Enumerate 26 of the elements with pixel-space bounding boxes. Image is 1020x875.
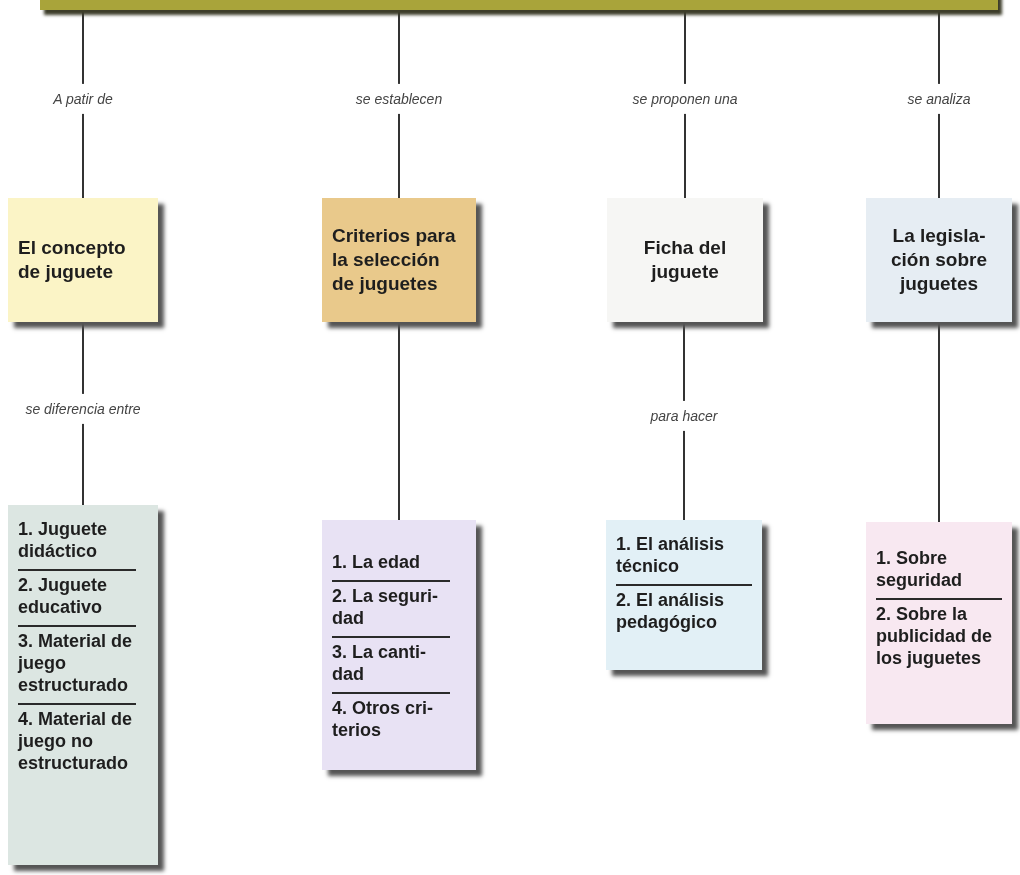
list-box <box>322 520 476 770</box>
concept-box <box>8 198 158 322</box>
connector-line <box>938 321 940 523</box>
concept-box <box>607 198 763 322</box>
list-item: 4. Material de juego no estructurado <box>18 702 136 781</box>
list-item: 1. Sobre seguridad <box>876 547 964 592</box>
connector-line <box>398 321 400 521</box>
concept-title: Ficha del juguete <box>642 236 728 284</box>
list-item: 1. La edad <box>332 551 422 574</box>
concept-box <box>322 198 476 322</box>
list-item: 3. Material de juego estructurado <box>18 624 136 703</box>
list-item: 1. Juguete didáctico <box>18 518 109 563</box>
list-box <box>606 520 762 670</box>
list-item: 2. La seguri-dad <box>332 579 450 636</box>
list-item: 2. El análisis pedagógico <box>616 583 752 640</box>
list-item: 4. Otros cri-terios <box>332 691 450 748</box>
list-box <box>8 505 158 865</box>
list-item: 2. Sobre la publicidad de los juguetes <box>876 597 1002 676</box>
concept-box <box>866 198 1012 322</box>
list-box <box>866 522 1012 724</box>
list-item: 2. Juguete educativo <box>18 568 136 625</box>
concept-title: El concepto de juguete <box>18 236 127 284</box>
concept-title: Criterios para la selección de juguetes <box>332 224 457 296</box>
concept-title: La legisla-ción sobre juguetes <box>889 224 989 296</box>
list-item: 1. El análisis técnico <box>616 533 726 578</box>
list-item: 3. La canti-dad <box>332 635 450 692</box>
